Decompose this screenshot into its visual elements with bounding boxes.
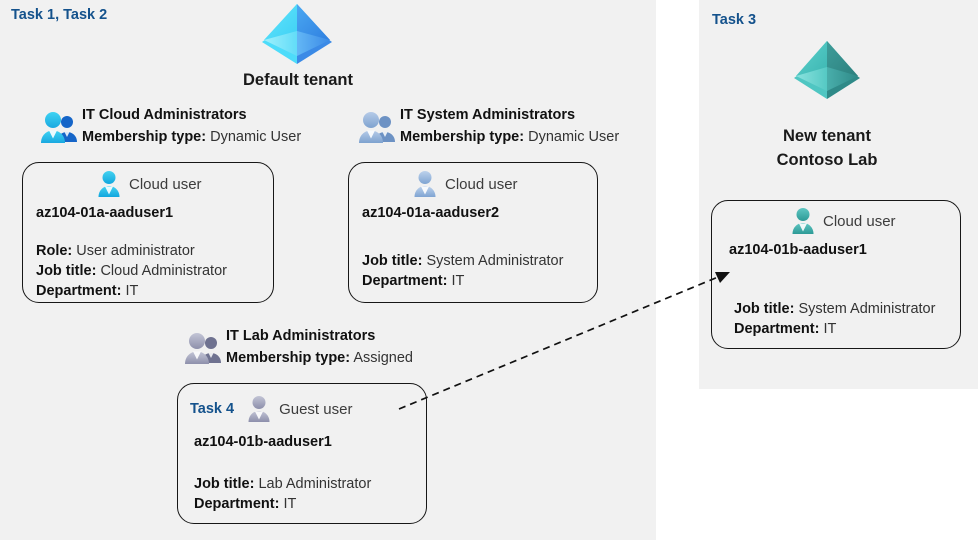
- task-label-1-2: Task 1, Task 2: [11, 7, 108, 23]
- card-prop-job-title: Job title: System Administrator: [734, 299, 935, 319]
- card-header: Cloud user: [412, 170, 518, 198]
- cloud-user-icon: [96, 170, 122, 198]
- new-tenant-label: New tenant Contoso Lab: [707, 124, 947, 172]
- azure-tenant-icon-new: [790, 38, 864, 100]
- card-properties: Job title: System Administrator Departme…: [362, 251, 563, 291]
- group-membership-type: Membership type: Dynamic User: [400, 129, 619, 145]
- card-prop-label: Job title:: [194, 476, 255, 492]
- user-card-az104-01b-aaduser1-new-tenant[interactable]: Cloud user az104-01b-aaduser1 Job title:…: [711, 200, 961, 349]
- card-prop-department: Department: IT: [194, 494, 371, 514]
- card-username: az104-01b-aaduser1: [729, 242, 867, 258]
- guest-user-icon: [246, 395, 272, 423]
- card-prop-label: Job title:: [36, 263, 97, 279]
- group-membership-value: Assigned: [353, 350, 413, 366]
- card-task-label: Task 4: [190, 401, 235, 417]
- group-users-icon: [358, 111, 396, 145]
- card-properties: Role: User administrator Job title: Clou…: [36, 241, 227, 301]
- card-prop-label: Department:: [36, 283, 122, 299]
- user-card-az104-01a-aaduser2[interactable]: Cloud user az104-01a-aaduser2 Job title:…: [348, 162, 598, 303]
- card-properties: Job title: System Administrator Departme…: [734, 299, 935, 339]
- group-membership-label: Membership type:: [82, 129, 207, 145]
- group-membership-value: Dynamic User: [528, 129, 620, 145]
- card-prop-job-title: Job title: Cloud Administrator: [36, 261, 227, 281]
- card-header: Cloud user: [96, 170, 202, 198]
- card-prop-label: Department:: [362, 273, 448, 289]
- card-prop-department: Department: IT: [362, 271, 563, 291]
- group-membership-type: Membership type: Dynamic User: [82, 129, 301, 145]
- user-card-az104-01b-aaduser1-guest[interactable]: Task 4 Guest user az104-01b-aaduser1 Job…: [177, 383, 427, 524]
- card-prop-job-title: Job title: Lab Administrator: [194, 474, 371, 494]
- card-prop-value: IT: [283, 496, 297, 512]
- card-user-type: Cloud user: [445, 175, 518, 193]
- card-header: Cloud user: [790, 207, 896, 235]
- card-prop-label: Department:: [194, 496, 280, 512]
- card-user-type: Guest user: [279, 400, 353, 418]
- card-prop-value: IT: [125, 283, 139, 299]
- new-tenant-label-line2: Contoso Lab: [776, 151, 878, 169]
- card-prop-value: IT: [451, 273, 465, 289]
- card-prop-job-title: Job title: System Administrator: [362, 251, 563, 271]
- card-prop-value: System Administrator: [798, 301, 936, 317]
- card-prop-value: User administrator: [76, 243, 195, 259]
- card-prop-label: Job title:: [362, 253, 423, 269]
- card-username: az104-01a-aaduser1: [36, 205, 174, 221]
- card-username: az104-01b-aaduser1: [194, 434, 332, 450]
- group-title: IT Cloud Administrators: [82, 107, 247, 123]
- card-prop-label: Department:: [734, 321, 820, 337]
- group-membership-type: Membership type: Assigned: [226, 350, 413, 366]
- card-username: az104-01a-aaduser2: [362, 205, 500, 221]
- card-prop-value: System Administrator: [426, 253, 564, 269]
- card-prop-label: Job title:: [734, 301, 795, 317]
- group-title: IT Lab Administrators: [226, 328, 376, 344]
- card-prop-value: Lab Administrator: [258, 476, 372, 492]
- group-users-icon: [184, 332, 222, 366]
- group-title: IT System Administrators: [400, 107, 576, 123]
- card-user-type: Cloud user: [129, 175, 202, 193]
- card-prop-value: Cloud Administrator: [100, 263, 227, 279]
- cloud-user-icon: [790, 207, 816, 235]
- card-user-type: Cloud user: [823, 212, 896, 230]
- task-label-3: Task 3: [712, 12, 757, 28]
- card-prop-value: IT: [823, 321, 837, 337]
- group-membership-label: Membership type:: [226, 350, 351, 366]
- cloud-user-icon: [412, 170, 438, 198]
- card-prop-role: Role: User administrator: [36, 241, 227, 261]
- card-header: Task 4 Guest user: [190, 395, 352, 423]
- user-card-az104-01a-aaduser1[interactable]: Cloud user az104-01a-aaduser1 Role: User…: [22, 162, 274, 303]
- group-membership-value: Dynamic User: [210, 129, 302, 145]
- new-tenant-label-line1: New tenant: [782, 127, 871, 145]
- azure-tenant-icon: [258, 1, 336, 65]
- group-membership-label: Membership type:: [400, 129, 525, 145]
- card-prop-label: Role:: [36, 243, 73, 259]
- group-users-icon: [40, 111, 78, 145]
- default-tenant-panel: [0, 0, 656, 540]
- card-prop-department: Department: IT: [734, 319, 935, 339]
- default-tenant-label: Default tenant: [242, 71, 353, 89]
- card-prop-department: Department: IT: [36, 281, 227, 301]
- card-properties: Job title: Lab Administrator Department:…: [194, 474, 371, 514]
